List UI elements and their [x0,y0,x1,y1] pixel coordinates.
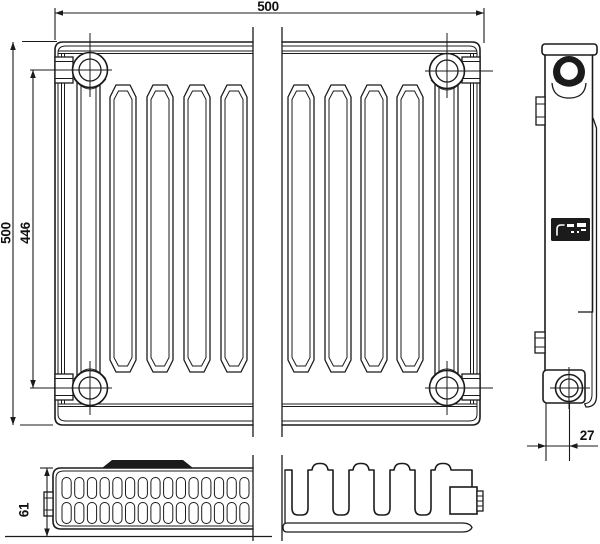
grille-slot [239,502,250,524]
grille-slot [201,502,212,524]
front-view [30,27,493,437]
grille-slot [86,477,98,499]
panel-edge-seam [61,53,65,404]
dim-label-width: 500 [257,0,279,14]
back-sheet-outer [583,117,598,408]
front-right-panel [281,41,481,426]
grille-slot [150,502,161,524]
port-top-right [425,33,493,98]
grille-slot [112,502,123,524]
side-bracket-upper [535,96,546,126]
dim-label-height: 500 [0,222,14,244]
centerlines [30,361,112,415]
dim-pitch-left: 446 [18,70,36,388]
dim-pipe-offset: 27 [527,403,598,461]
grille-slot [86,502,98,524]
air-vent-plug [551,56,587,99]
grille-slot [226,477,237,499]
top-cap [541,43,598,56]
grille-slot [163,477,174,499]
grille-slot [74,502,85,524]
grille-slot [163,502,174,524]
grille-slot [239,477,250,499]
grille-slot [74,477,85,499]
dim-width-top: 500 [54,0,485,43]
connection-nipple [449,486,484,515]
grille-slot [188,477,199,499]
grille-slots [61,477,250,524]
grille-slot [112,477,123,499]
section-view [282,462,484,533]
dim-height-left: 500 [0,40,57,426]
centerlines [30,33,112,97]
grille-slot [213,477,225,499]
grille-slot [99,477,110,499]
grille-slot [226,502,237,524]
grille-slot [201,477,212,499]
brand-label [551,218,590,241]
grille-slot [125,477,136,499]
dim-label-pipe-offset: 27 [580,428,594,443]
grille-slot [61,477,72,499]
centerlines [425,33,493,98]
grille-slot [213,502,225,524]
label-edge [102,460,193,468]
grille-slot [137,477,148,499]
grille-slot [150,477,161,499]
side-view [534,43,598,409]
grille-slot [99,502,110,524]
break-lines [252,27,283,437]
dim-label-depth: 61 [17,502,32,517]
port-bottom-left [30,361,112,415]
centerlines [425,361,493,415]
corrugated-panel-profile [284,462,473,516]
break-lines [252,455,283,541]
centerlines [550,367,590,409]
bottom-bracket [43,491,54,517]
side-bracket-lower [534,331,546,354]
back-sheet-inner [584,312,593,404]
bottom-view [5,455,283,541]
grille-slot [125,502,136,524]
grille-slot [137,502,148,524]
grille-slot [61,502,72,524]
front-left-panel [54,41,254,426]
bottom-header [542,367,590,409]
grille-slot [175,502,187,524]
dim-depth: 61 [17,467,53,537]
panel-edge-seam [470,53,474,404]
dim-label-pitch: 446 [18,221,33,243]
port-bottom-right [425,361,493,415]
grille-slot [188,502,199,524]
port-top-left [30,33,112,97]
bottom-rail [282,522,473,533]
grille-slot [175,477,187,499]
